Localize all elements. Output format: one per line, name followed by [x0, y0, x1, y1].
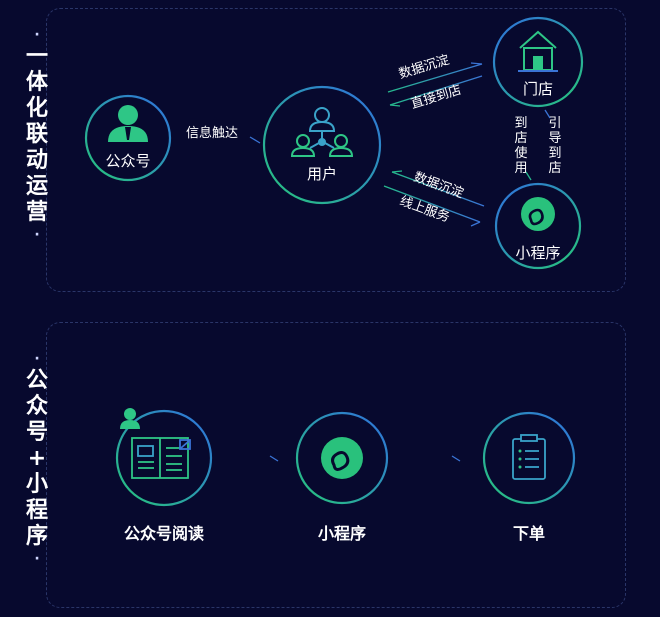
top-panel [46, 8, 626, 292]
edge-user-mini [383, 170, 485, 227]
clipboard-icon [512, 434, 546, 480]
arrow-step-1 [226, 455, 279, 462]
node-user-label: 用户 [306, 165, 337, 183]
side-label-top: · 一 体 化 联 动 运 营 · [25, 27, 48, 243]
users-icon [290, 107, 354, 157]
node-gzh-label: 公众号 [105, 152, 151, 170]
arrow-step-2 [408, 455, 461, 462]
step-order-label: 下单 [512, 524, 545, 543]
edge-user-store [387, 62, 483, 107]
edge-info-reach-label: 信息触达 [186, 126, 239, 141]
edge-guide-to-store-label: 引 导 到 店 [548, 116, 562, 176]
node-store [492, 16, 584, 108]
store-icon [518, 30, 558, 72]
node-user [262, 85, 382, 205]
node-mini-top-label: 小程序 [515, 244, 561, 262]
edge-store-mini [525, 108, 551, 181]
newspaper-icon [131, 437, 191, 479]
step-mini-program-label: 小程序 [317, 524, 366, 543]
node-mini-top [494, 182, 582, 270]
side-label-bottom: · 公 众 号 + 小 程 序 · [25, 351, 48, 567]
step-mini-program [295, 411, 389, 505]
step-order [482, 411, 576, 505]
mini-program-icon [521, 197, 555, 231]
step-gzh-reading [115, 408, 213, 507]
person-icon [124, 408, 136, 420]
node-gzh [84, 94, 172, 182]
step-gzh-reading-label: 公众号阅读 [123, 524, 204, 543]
bottom-panel [46, 322, 626, 608]
edge-info-reach [182, 136, 261, 144]
edge-to-store-use-label: 到 店 使 用 [514, 116, 528, 176]
mini-program-icon [321, 437, 363, 479]
node-store-label: 门店 [522, 80, 553, 98]
